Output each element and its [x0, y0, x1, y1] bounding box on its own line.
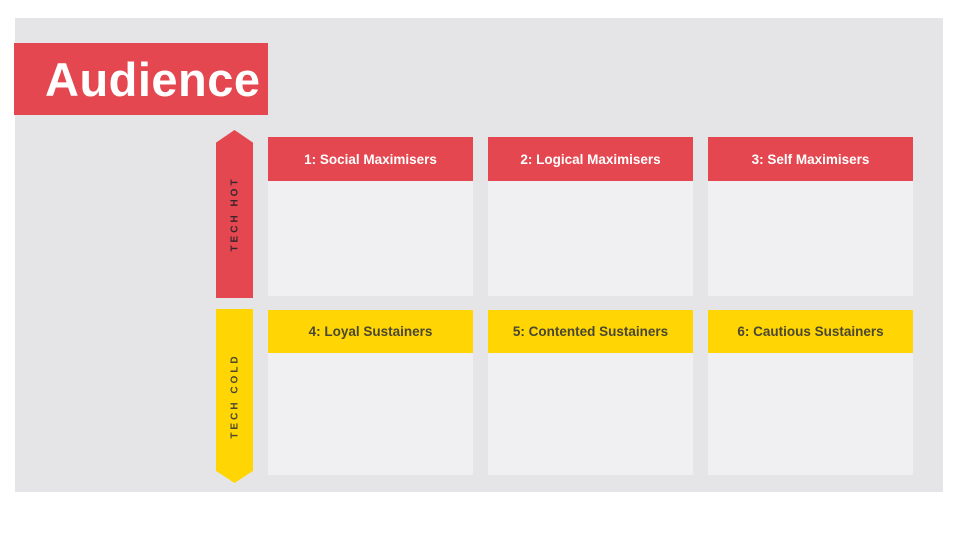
segment-panel-social-maximisers — [268, 181, 473, 296]
segment-panel-logical-maximisers — [488, 181, 693, 296]
segment-panel-contented-sustainers — [488, 353, 693, 475]
segment-panel-cautious-sustainers — [708, 353, 913, 475]
segment-header-loyal-sustainers: 4: Loyal Sustainers — [268, 310, 473, 353]
segment-header-label: 2: Logical Maximisers — [520, 151, 661, 167]
page-title: Audience — [45, 52, 261, 106]
title-banner: Audience — [14, 43, 268, 115]
tech-cold-arrow: TECH COLD — [216, 309, 253, 483]
segment-header-label: 6: Cautious Sustainers — [737, 324, 884, 339]
segment-panel-self-maximisers — [708, 181, 913, 296]
tech-cold-axis-label: TECH COLD — [229, 353, 240, 439]
segment-header-label: 5: Contented Sustainers — [512, 324, 669, 339]
segment-header-contented-sustainers: 5: Contented Sustainers — [488, 310, 693, 353]
segment-header-label: 4: Loyal Sustainers — [308, 324, 433, 339]
tech-hot-arrow: TECH HOT — [216, 130, 253, 298]
segment-header-social-maximisers: 1: Social Maximisers — [268, 137, 473, 181]
segment-header-self-maximisers: 3: Self Maximisers — [708, 137, 913, 181]
segment-panel-loyal-sustainers — [268, 353, 473, 475]
segment-header-label: 3: Self Maximisers — [751, 151, 870, 167]
tech-hot-axis-label: TECH HOT — [229, 176, 240, 252]
segment-header-label: 1: Social Maximisers — [304, 151, 437, 167]
segment-header-logical-maximisers: 2: Logical Maximisers — [488, 137, 693, 181]
segment-header-cautious-sustainers: 6: Cautious Sustainers — [708, 310, 913, 353]
